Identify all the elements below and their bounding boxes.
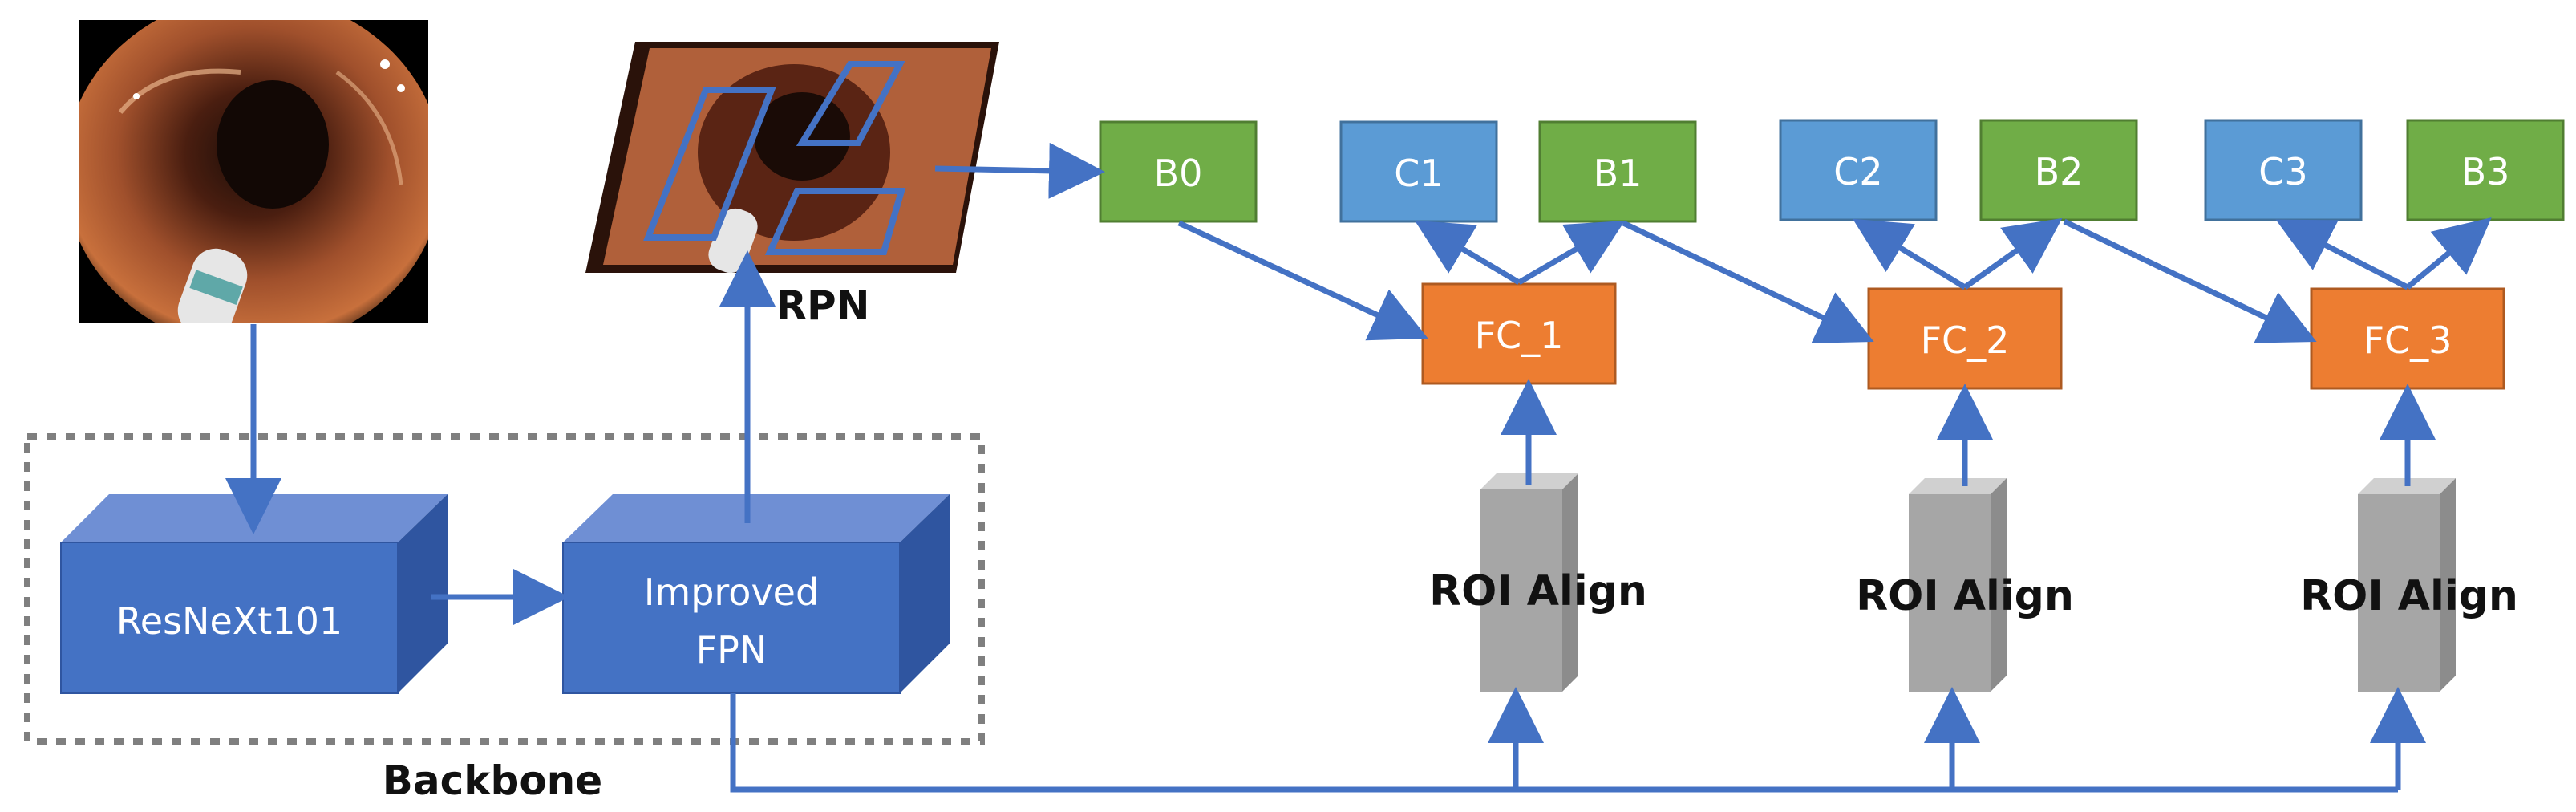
fpn-label-line2: FPN [696,628,768,672]
resnext-label: ResNeXt101 [116,599,342,643]
b0-label: B0 [1154,152,1203,195]
fc2-box: FC_2 [1867,287,2063,390]
roi1-label: ROI Align [1429,567,1647,615]
fpn-bottom-connector [730,693,2398,793]
c2-box: C2 [1779,119,1938,221]
arrow-fc2-to-c2 [1853,218,1966,290]
fc3-box: FC_3 [2310,287,2505,390]
c3-box: C3 [2204,119,2363,221]
c2-label: C2 [1833,150,1882,193]
arrow-fc3-to-b3 [2405,217,2492,290]
backbone-container [24,433,985,745]
fpn-block: Improved FPN [562,494,950,694]
b0-box: B0 [1099,120,1258,223]
arrow-rpn-to-b0 [934,142,1105,199]
c3-label: C3 [2258,150,2307,193]
arrows [225,142,2492,793]
roi2-label: ROI Align [1856,572,2074,620]
roi-align-1: ROI Align [1429,473,1647,692]
b3-box: B3 [2406,119,2565,221]
backbone-label: Backbone [383,757,602,804]
b2-box: B2 [1979,119,2138,221]
arrow-fc1-to-c1 [1414,220,1521,286]
arrow-b2-to-fc3 [2063,218,2317,343]
arrow-b1-to-fc2 [1622,220,1874,343]
b2-label: B2 [2035,150,2084,193]
arrow-b0-to-fc1 [1177,220,1428,341]
fc1-box: FC_1 [1421,282,1617,385]
endoscopy-image [79,20,428,323]
b3-label: B3 [2461,150,2510,193]
fpn-label-line1: Improved [644,570,819,614]
roi-align-3: ROI Align [2300,478,2518,692]
fc2-label: FC_2 [1921,319,2010,362]
resnext-block: ResNeXt101 [60,494,448,694]
fc3-label: FC_3 [2363,319,2452,362]
rpn-label: RPN [776,282,870,329]
roi-align-2: ROI Align [1856,478,2074,692]
c1-label: C1 [1394,152,1443,195]
roi3-label: ROI Align [2300,572,2518,620]
fc1-label: FC_1 [1475,314,1564,357]
b1-label: B1 [1594,152,1642,195]
arrow-fc2-to-b2 [1962,217,2063,290]
arrow-fc1-to-b1 [1517,220,1626,286]
b1-box: B1 [1538,120,1697,223]
endoscopy-image-with-proposals [585,42,999,274]
arrow-fc3-to-c3 [2275,219,2409,290]
c1-box: C1 [1339,120,1498,223]
